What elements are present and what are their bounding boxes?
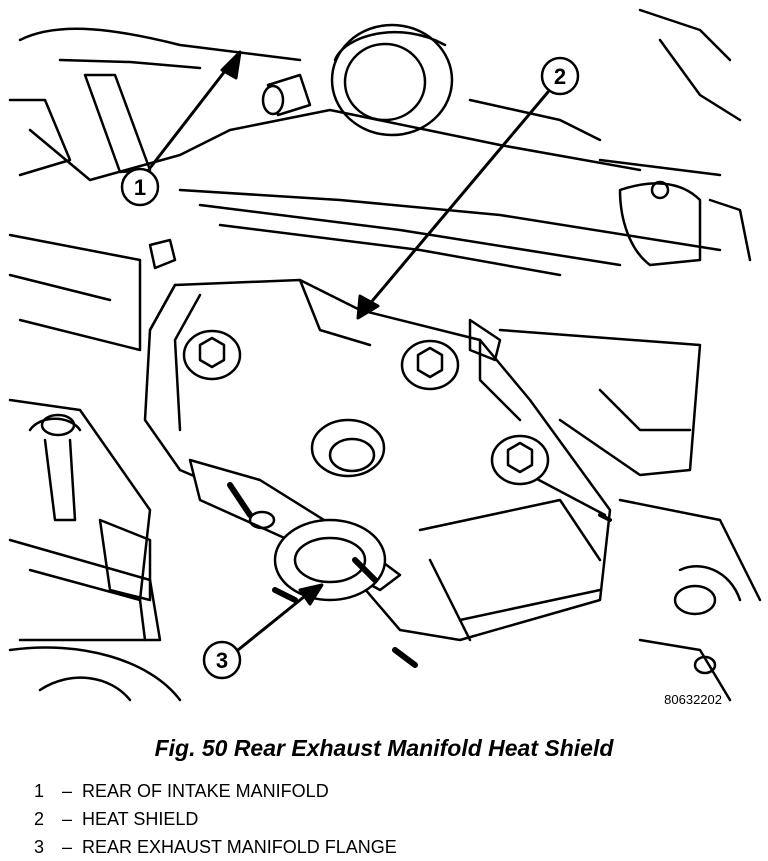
legend-dash: – bbox=[61, 837, 72, 857]
shield-bolt bbox=[400, 339, 460, 391]
intake-manifold-drawing bbox=[8, 8, 752, 277]
legend-dash: – bbox=[61, 809, 72, 829]
callout-3: 3 bbox=[202, 640, 242, 680]
heat-shield-drawing bbox=[143, 278, 612, 642]
filler-cap-drawing bbox=[330, 23, 454, 137]
callout-legend: 1–REAR OF INTAKE MANIFOLD 2–HEAT SHIELD … bbox=[34, 777, 397, 861]
legend-item-label: REAR OF INTAKE MANIFOLD bbox=[82, 781, 329, 801]
leader-arrows bbox=[148, 50, 550, 652]
left-components-drawing bbox=[8, 233, 182, 702]
legend-item-number: 2 bbox=[34, 809, 45, 829]
callout-1: 1 bbox=[120, 167, 160, 207]
figure-id-code: 80632202 bbox=[664, 692, 722, 707]
engine-illustration: 1 2 3 bbox=[8, 8, 762, 702]
legend-item: 2–HEAT SHIELD bbox=[34, 805, 397, 833]
shield-bolt bbox=[182, 329, 242, 381]
bushing-drawing bbox=[261, 73, 312, 117]
legend-item-label: REAR EXHAUST MANIFOLD FLANGE bbox=[82, 837, 397, 857]
legend-dash: – bbox=[61, 781, 72, 801]
callout-2-number: 2 bbox=[554, 64, 566, 89]
figure-title: Fig. 50 Rear Exhaust Manifold Heat Shiel… bbox=[154, 735, 614, 761]
callout-1-number: 1 bbox=[134, 175, 146, 200]
right-components-drawing bbox=[468, 318, 762, 702]
shield-bolt bbox=[490, 434, 550, 486]
legend-item: 3–REAR EXHAUST MANIFOLD FLANGE bbox=[34, 833, 397, 861]
callout-3-number: 3 bbox=[216, 648, 228, 673]
legend-item-number: 3 bbox=[34, 837, 45, 857]
manifold-flange-drawing bbox=[188, 458, 418, 668]
callout-2: 2 bbox=[540, 56, 580, 96]
legend-item-number: 1 bbox=[34, 781, 45, 801]
legend-item: 1–REAR OF INTAKE MANIFOLD bbox=[34, 777, 397, 805]
legend-item-label: HEAT SHIELD bbox=[82, 809, 199, 829]
